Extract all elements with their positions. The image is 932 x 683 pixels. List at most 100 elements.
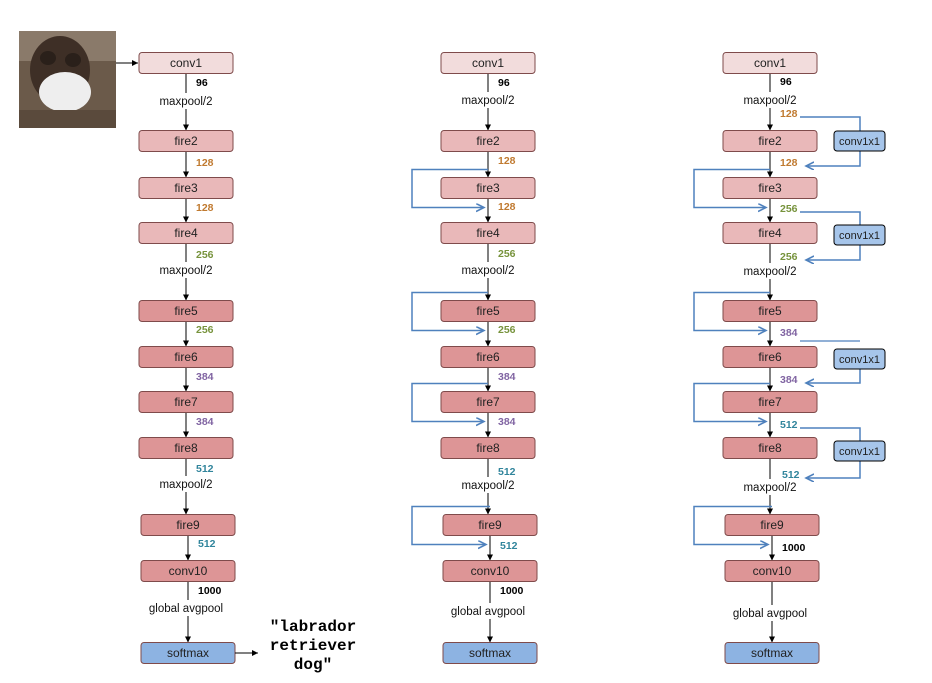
layer-fire8: fire8 [722, 437, 818, 459]
conv1x1-block: conv1x1 [800, 340, 886, 383]
layer-fire4: fire4 [722, 222, 818, 244]
layer-fire5: fire5 [138, 300, 234, 322]
pool-label: maxpool/2 [159, 96, 212, 108]
layer-box [138, 437, 234, 459]
pool-label: maxpool/2 [743, 482, 796, 494]
bypass-connection [693, 291, 770, 331]
layer-label: fire3 [476, 181, 500, 195]
conv1x1-block: conv1x1 [800, 427, 886, 478]
layer-label: fire2 [174, 134, 198, 148]
layer-label: fire5 [476, 304, 500, 318]
layer-box [138, 130, 234, 152]
channel-count: 128 [498, 155, 516, 167]
column-complex-bypass: conv1fire2fire3fire4fire5fire6fire7fire8… [693, 52, 886, 664]
layer-label: fire8 [476, 441, 500, 455]
layer-box [722, 346, 818, 368]
layer-box [722, 130, 818, 152]
dog-photo-icon [19, 31, 116, 128]
column-simple-bypass: conv1fire2fire3fire4fire5fire6fire7fire8… [411, 52, 538, 664]
layer-conv10: conv10 [140, 560, 236, 582]
layer-box [138, 300, 234, 322]
pool-label: maxpool/2 [159, 479, 212, 491]
pool-label: global avgpool [149, 603, 223, 615]
conv1x1-box [833, 130, 886, 152]
layer-conv10: conv10 [442, 560, 538, 582]
layer-fire9: fire9 [724, 514, 820, 536]
layer-label: fire4 [174, 226, 198, 240]
layer-fire6: fire6 [722, 346, 818, 368]
bypass-connection [411, 168, 488, 208]
channel-count: 512 [780, 419, 798, 431]
output-line-3: dog" [294, 656, 332, 674]
pool-label: maxpool/2 [159, 265, 212, 277]
layer-conv1: conv1 [722, 52, 818, 74]
layer-box [138, 222, 234, 244]
conv1x1-label: conv1x1 [839, 136, 880, 148]
layer-box [440, 346, 536, 368]
layer-label: fire8 [174, 441, 198, 455]
output-label: "labrador retriever dog" [270, 618, 356, 674]
layer-fire5: fire5 [440, 300, 536, 322]
layer-label: fire5 [758, 304, 782, 318]
column-plain: conv1fire2fire3fire4fire5fire6fire7fire8… [138, 52, 236, 664]
layer-label: fire4 [476, 226, 500, 240]
channel-count: 384 [780, 327, 798, 339]
layer-label: conv1 [170, 56, 202, 70]
channel-count: 96 [780, 76, 792, 88]
layer-fire2: fire2 [138, 130, 234, 152]
layer-fire4: fire4 [138, 222, 234, 244]
channel-count: 384 [498, 416, 516, 428]
layer-box [440, 52, 536, 74]
layer-box [440, 222, 536, 244]
layer-box [138, 391, 234, 413]
channel-count: 128 [780, 108, 798, 120]
channel-count: 512 [196, 463, 214, 475]
layer-fire7: fire7 [722, 391, 818, 413]
layer-label: softmax [751, 646, 793, 660]
input-image [19, 31, 138, 128]
pool-label: maxpool/2 [461, 265, 514, 277]
channel-count: 128 [498, 201, 516, 213]
channel-count: 384 [196, 371, 214, 383]
layer-softmax: softmax [724, 642, 820, 664]
layer-box [722, 222, 818, 244]
layer-label: fire4 [758, 226, 782, 240]
layer-softmax: softmax [442, 642, 538, 664]
layer-box [138, 346, 234, 368]
layer-fire6: fire6 [138, 346, 234, 368]
layer-label: fire3 [758, 181, 782, 195]
pool-label: maxpool/2 [743, 266, 796, 278]
channel-count: 256 [498, 248, 516, 260]
conv1x1-block: conv1x1 [800, 116, 886, 166]
layer-label: fire5 [174, 304, 198, 318]
layer-box [722, 177, 818, 199]
layer-fire9: fire9 [140, 514, 236, 536]
channel-count: 1000 [500, 585, 524, 597]
pool-label: maxpool/2 [461, 480, 514, 492]
pool-label: global avgpool [451, 606, 525, 618]
channel-count: 384 [498, 371, 516, 383]
channel-count: 512 [782, 469, 800, 481]
layer-box [440, 130, 536, 152]
layer-box [440, 391, 536, 413]
layer-label: conv1 [472, 56, 504, 70]
bypass-connection [411, 505, 490, 545]
layer-box [440, 300, 536, 322]
layer-box [440, 437, 536, 459]
layer-label: fire6 [174, 350, 198, 364]
layer-label: fire7 [758, 395, 782, 409]
channel-count: 512 [198, 538, 216, 550]
channel-count: 128 [780, 157, 798, 169]
layer-box [440, 177, 536, 199]
layer-box [442, 560, 538, 582]
layer-box [722, 52, 818, 74]
bypass-connection [693, 505, 772, 545]
layer-fire3: fire3 [138, 177, 234, 199]
layer-conv1: conv1 [440, 52, 536, 74]
layer-box [722, 391, 818, 413]
layer-fire8: fire8 [440, 437, 536, 459]
layer-label: conv10 [753, 564, 792, 578]
channel-count: 1000 [782, 542, 806, 554]
layer-label: fire9 [478, 518, 502, 532]
layer-label: fire6 [758, 350, 782, 364]
